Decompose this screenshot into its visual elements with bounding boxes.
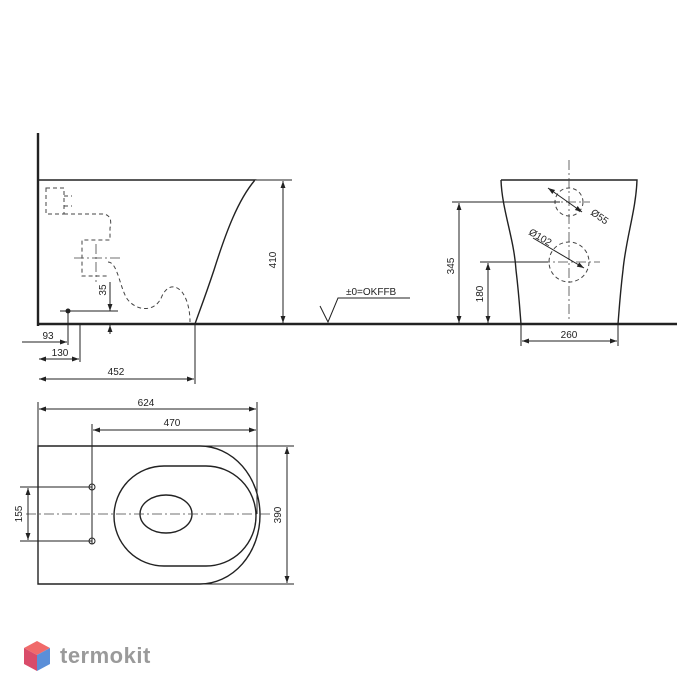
dim-390-label: 390 [273,506,284,523]
front-view: Ø55 Ø102 345 180 260 [446,160,638,346]
dim-102-leader [532,237,585,269]
dim-345-label: 345 [446,257,457,274]
side-view: 410 35 93 130 452 ±0=OKFFB [22,133,677,384]
outlet-bend [107,261,191,323]
dim-35-label: 35 [98,284,109,296]
inlet-connector [45,187,72,215]
dim-155-label: 155 [14,505,25,522]
brand-name: termokit [60,643,151,668]
dim-55-label: Ø55 [588,207,610,227]
dim-180-label: 180 [475,285,486,302]
flush-pipe [64,213,112,277]
bowl-front-outline [500,179,638,325]
top-view: 155 624 470 390 [14,398,294,585]
floor-level-label: ±0=OKFFB [346,287,397,298]
bowl-side-outline [38,179,257,325]
dim-102-label: Ø102 [527,227,554,249]
dim-55-leader [547,187,583,213]
cube-icon [24,641,50,671]
seat-ring [113,465,257,567]
dim-410-label: 410 [268,251,279,268]
dim-470-label: 470 [164,418,181,429]
dim-130-label: 130 [52,348,69,359]
dim-260-label: 260 [561,330,578,341]
dim-93-label: 93 [42,331,54,342]
bowl-top-outline [37,445,261,585]
dim-624-label: 624 [138,398,155,409]
floor-level-symbol [319,297,410,324]
dim-452-label: 452 [108,367,125,378]
brand-logo: termokit [22,636,151,676]
